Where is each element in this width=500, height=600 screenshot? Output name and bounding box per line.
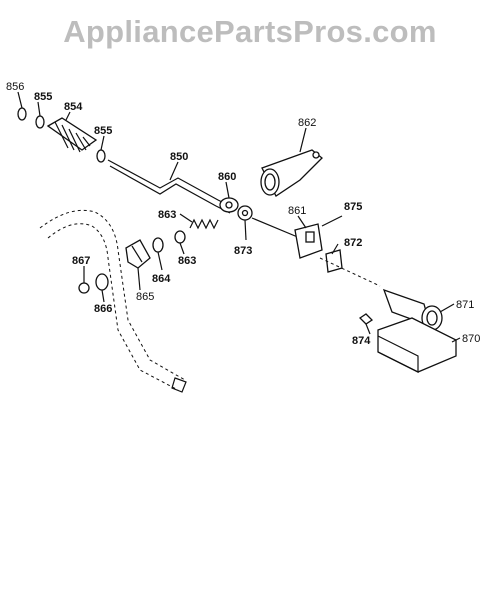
label-855-left: 855	[34, 91, 52, 103]
lever-862	[260, 149, 323, 197]
label-874: 874	[352, 335, 371, 347]
label-872: 872	[344, 237, 362, 249]
label-861: 861	[288, 205, 306, 217]
cam-865	[125, 239, 151, 269]
label-867: 867	[72, 255, 90, 267]
label-866: 866	[94, 303, 112, 315]
label-854: 854	[64, 101, 83, 113]
label-865: 865	[136, 291, 154, 303]
watermark-text: AppliancePartsPros.com	[63, 14, 437, 49]
nut-867	[78, 282, 90, 294]
spring-863	[189, 218, 219, 230]
label-871: 871	[456, 299, 474, 311]
washer-863-lower	[174, 230, 186, 244]
handle-grip-854	[46, 117, 98, 153]
leader-lines	[17, 91, 461, 343]
switch-871	[382, 288, 443, 331]
washer-855-left	[35, 115, 45, 129]
label-864: 864	[152, 273, 171, 285]
label-862: 862	[298, 117, 316, 129]
connector-line	[319, 257, 381, 287]
frame-rail	[39, 209, 187, 393]
nut-874	[358, 313, 374, 325]
washer-873	[237, 205, 253, 221]
label-850: 850	[170, 151, 188, 163]
washer-864	[152, 237, 164, 253]
knob-860	[219, 197, 239, 213]
label-873: 873	[234, 245, 252, 257]
shaft-line	[251, 217, 301, 239]
handle-rod-850	[107, 159, 233, 214]
label-875: 875	[344, 201, 362, 213]
screw-875	[321, 215, 343, 227]
clip-872	[325, 249, 343, 273]
label-855-right: 855	[94, 125, 112, 137]
washer-855-right	[96, 149, 106, 163]
label-870: 870	[462, 333, 480, 345]
label-860: 860	[218, 171, 236, 183]
switch-base-870	[377, 317, 457, 373]
label-856: 856	[6, 81, 24, 93]
washer-866	[95, 273, 109, 291]
label-863-lower: 863	[178, 255, 196, 267]
bracket-861	[294, 223, 323, 259]
washer-856	[17, 107, 27, 121]
label-863-upper: 863	[158, 209, 176, 221]
